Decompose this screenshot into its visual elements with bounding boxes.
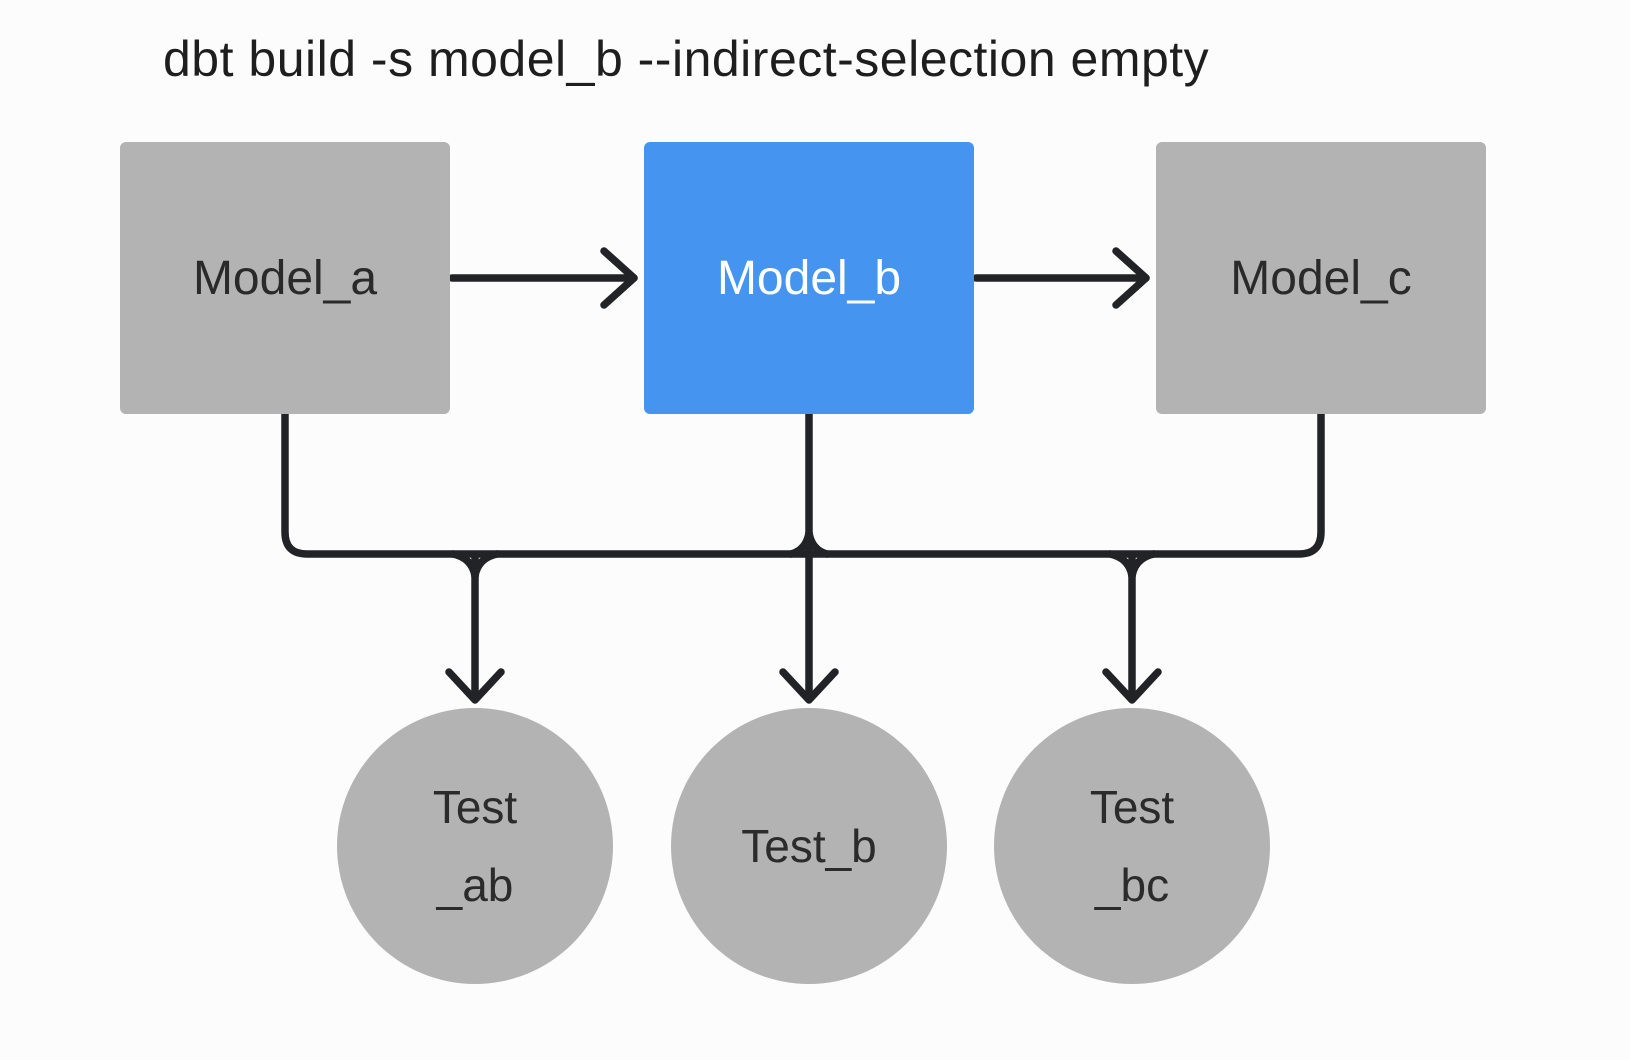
node-test-ab-label-line2: _ab xyxy=(436,859,514,911)
node-model-b-selected: Model_b xyxy=(644,142,974,414)
node-test-bc-label-line1: Test xyxy=(1089,781,1175,833)
test-ab-fillet-right xyxy=(471,550,501,580)
arrowhead-test-ab-icon xyxy=(445,668,505,704)
page-title: dbt build -s model_b --indirect-selectio… xyxy=(163,31,1210,87)
node-model-a: Model_a xyxy=(120,142,450,414)
rail-crossing-fillet-right xyxy=(805,529,831,558)
node-test-ab: Test _ab xyxy=(337,708,613,984)
arrowhead-test-bc-icon xyxy=(1102,668,1162,704)
arrowhead-test-b-icon xyxy=(779,668,839,704)
test-bc-fillet-right xyxy=(1128,550,1158,580)
node-model-b-label: Model_b xyxy=(716,251,902,305)
node-test-ab-label-line1: Test xyxy=(432,781,518,833)
node-test-bc-label-line2: _bc xyxy=(1094,859,1170,911)
node-model-c-label: Model_c xyxy=(1230,251,1412,305)
node-model-a-label: Model_a xyxy=(192,251,378,305)
node-test-b-label: Test_b xyxy=(741,820,877,872)
node-model-c: Model_c xyxy=(1156,142,1486,414)
arrowhead-model-b-icon xyxy=(600,247,638,309)
arrowhead-model-c-icon xyxy=(1112,247,1150,309)
edge-tests-rail xyxy=(281,410,1325,558)
node-test-b: Test_b xyxy=(671,708,947,984)
node-test-bc: Test _bc xyxy=(994,708,1270,984)
